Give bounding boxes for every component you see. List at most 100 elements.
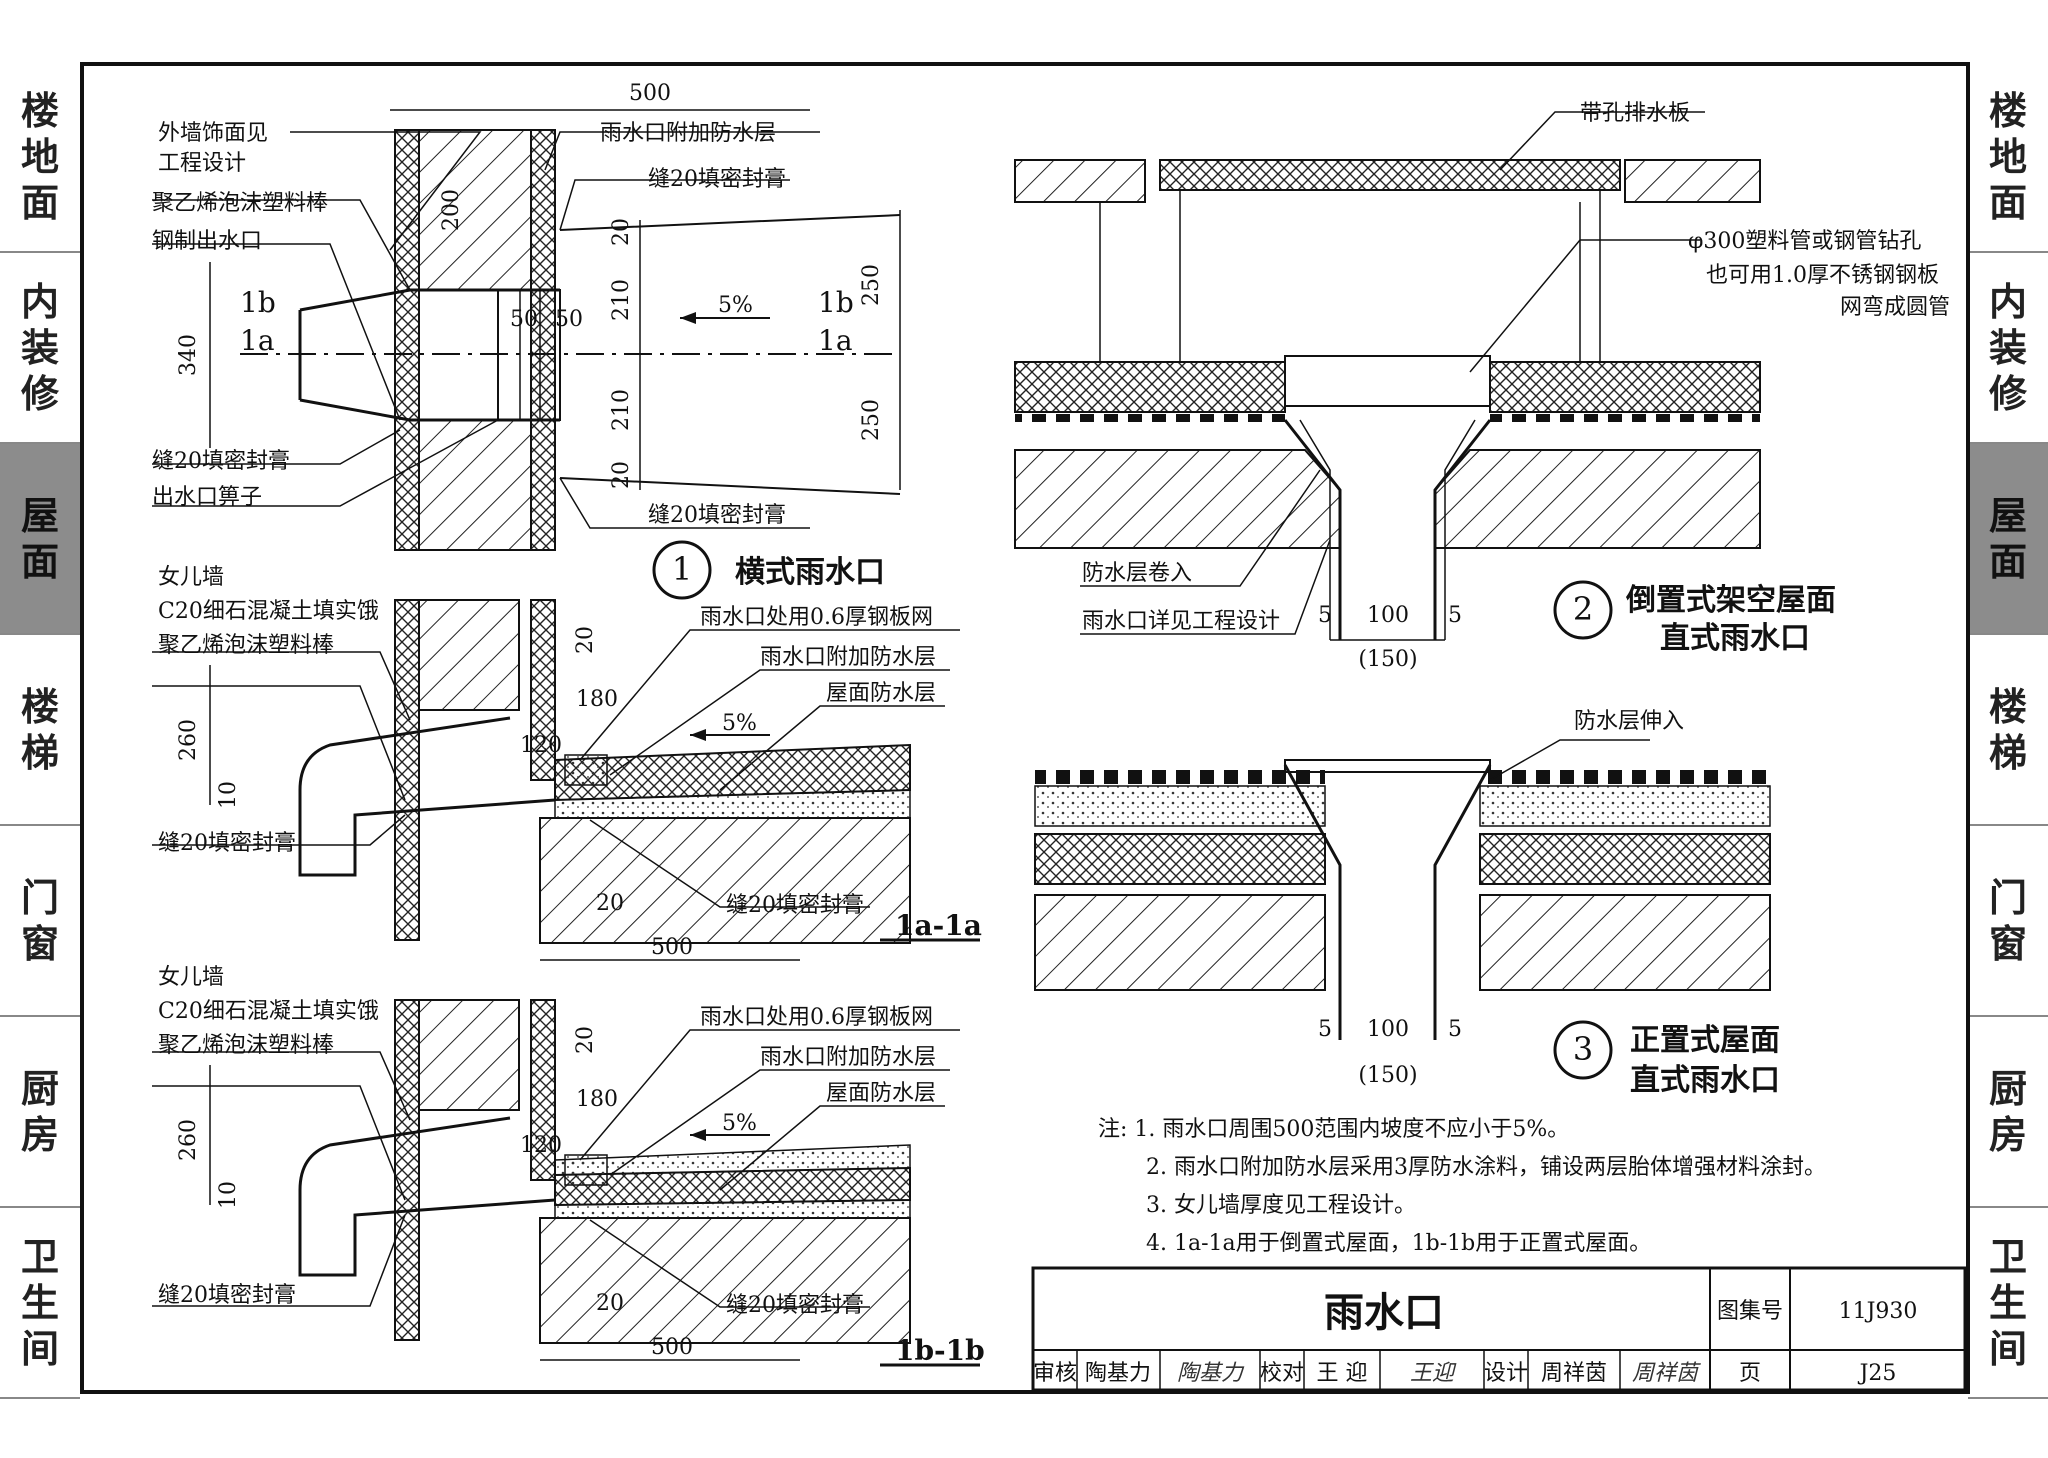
title-block-reviewer-signature: 陶基力 [1177,1361,1245,1386]
d2-label-pipe-3: 网弯成圆管 [1840,295,1950,320]
title-block-page-label: 页 [1739,1361,1761,1386]
d1-label-grate: 出水口箅子 [152,485,262,510]
title-block-atlas-label: 图集号 [1717,1299,1783,1324]
d1-num: 1 [672,550,692,588]
sa-label-seal-b: 缝20填密封膏 [726,893,864,918]
d1-label-extra-wp: 雨水口附加防水层 [600,121,776,146]
section-1b-drawing [152,999,980,1367]
category-tab-5[interactable]: 门窗 [0,826,80,1017]
title-block-checker: 王 迎 [1317,1361,1368,1386]
note-1: 注: 1. 雨水口周围500范围内坡度不应小于5%。 [1098,1117,1569,1142]
sb-dim-20b: 20 [596,1291,624,1316]
sa-dim-500: 500 [651,935,693,960]
category-tab-2[interactable]: 内装修 [0,253,80,444]
d1-dim-20a: 20 [609,218,634,246]
d1-dim-250b: 250 [859,399,884,441]
sb-label-parapet: 女儿墙 [158,965,224,990]
note-4: 4. 1a-1a用于倒置式屋面，1b-1b用于正置式屋面。 [1146,1231,1651,1256]
sb-slope: 5% [722,1111,757,1136]
category-tab-char: 间 [20,1326,59,1371]
d1-dim-250a: 250 [859,264,884,306]
category-tab-2[interactable]: 内装修 [1968,253,2048,444]
category-tab-char: 间 [1988,1326,2027,1371]
d1-title: 横式雨水口 [735,555,885,590]
d1-dim-50b: 50 [555,307,583,332]
sa-slope: 5% [722,711,757,736]
title-block-review-label: 审核 [1033,1361,1077,1386]
sb-label-extra-wp: 雨水口附加防水层 [760,1045,936,1070]
d1-label-seal-c: 缝20填密封膏 [648,503,786,528]
category-tab-char: 厨 [20,1066,59,1111]
category-tab-3[interactable]: 屋面 [1968,444,2048,635]
sa-dim-120: 120 [520,733,562,758]
d3-dim-150: (150) [1358,1063,1417,1088]
d1-label-wall-finish-2: 工程设计 [158,151,246,176]
d2-label-see-design: 雨水口详见工程设计 [1082,609,1280,634]
category-tab-6[interactable]: 厨房 [0,1017,80,1208]
category-tab-7[interactable]: 卫生间 [1968,1208,2048,1399]
sheet-border [80,62,1970,1394]
sa-label-seal-a: 缝20填密封膏 [158,831,296,856]
category-tab-char: 屋 [1988,493,2027,538]
category-tab-char: 面 [1988,180,2027,225]
d1-dim-210a: 210 [609,279,634,321]
category-tab-1[interactable]: 楼地面 [1968,62,2048,253]
sb-dim-20a: 20 [573,1026,598,1054]
d1-dim-210b: 210 [609,389,634,431]
sb-dim-260: 260 [176,1119,201,1161]
title-block-frame [1031,1266,1967,1392]
sa-label-mesh: 雨水口处用0.6厚钢板网 [700,605,933,630]
d3-dim-5b: 5 [1448,1017,1462,1042]
d1-label-wall-finish-1: 外墙饰面见 [158,121,268,146]
category-tab-1[interactable]: 楼地面 [0,62,80,253]
category-tab-char: 修 [1988,371,2027,416]
category-tab-5[interactable]: 门窗 [1968,826,2048,1017]
d1-slope: 5% [718,293,753,318]
sa-dim-10: 10 [216,781,241,809]
d2-label-pipe-1: φ300塑料管或钢管钻孔 [1688,229,1921,254]
d1-sec-1b-left: 1b [240,286,276,319]
d2-title-1: 倒置式架空屋面 [1625,583,1836,618]
category-tab-char: 面 [20,180,59,225]
d1-dim-340: 340 [176,334,201,376]
note-2: 2. 雨水口附加防水层采用3厚防水涂料，铺设两层胎体增强材料涂封。 [1146,1155,1826,1180]
category-tab-char: 门 [20,875,59,920]
d1-dim-200: 200 [439,189,464,231]
title-block-title: 雨水口 [1324,1289,1444,1336]
category-tab-char: 楼 [20,88,59,133]
category-tab-char: 卫 [1988,1234,2027,1279]
category-tab-char: 梯 [20,730,59,775]
sb-dim-500: 500 [651,1335,693,1360]
sb-name: 1b-1b [895,1334,985,1367]
sb-label-c20: C20细石混凝土填实饿 [158,999,379,1024]
d1-dim-20b: 20 [609,461,634,489]
category-tab-char: 屋 [20,493,59,538]
d1-sec-1a-left: 1a [240,324,275,357]
category-tab-3[interactable]: 屋面 [0,444,80,635]
d2-dim-5a: 5 [1318,603,1332,628]
category-tab-4[interactable]: 楼梯 [1968,635,2048,826]
d2-title-2: 直式雨水口 [1660,621,1810,656]
category-tab-char: 内 [20,279,59,324]
category-tab-6[interactable]: 厨房 [1968,1017,2048,1208]
title-block-design-label: 设计 [1484,1361,1528,1386]
title-block-atlas-no: 11J930 [1839,1299,1918,1324]
category-tab-char: 地 [1988,134,2027,179]
category-tab-char: 面 [20,539,59,584]
sa-dim-260: 260 [176,719,201,761]
d3-title-2: 直式雨水口 [1630,1063,1780,1098]
d1-sec-1b-right: 1b [818,286,854,319]
d2-label-roll-in: 防水层卷入 [1082,561,1192,586]
category-tab-char: 修 [20,371,59,416]
category-tab-4[interactable]: 楼梯 [0,635,80,826]
category-tab-7[interactable]: 卫生间 [0,1208,80,1399]
category-tab-char: 生 [20,1280,59,1325]
d2-dim-100: 100 [1367,603,1409,628]
d3-dim-5a: 5 [1318,1017,1332,1042]
sb-label-mesh: 雨水口处用0.6厚钢板网 [700,1005,933,1030]
sa-label-foam: 聚乙烯泡沫塑料棒 [158,633,334,658]
sb-label-foam: 聚乙烯泡沫塑料棒 [158,1033,334,1058]
d1-dim-500: 500 [629,81,671,106]
sb-dim-10: 10 [216,1181,241,1209]
